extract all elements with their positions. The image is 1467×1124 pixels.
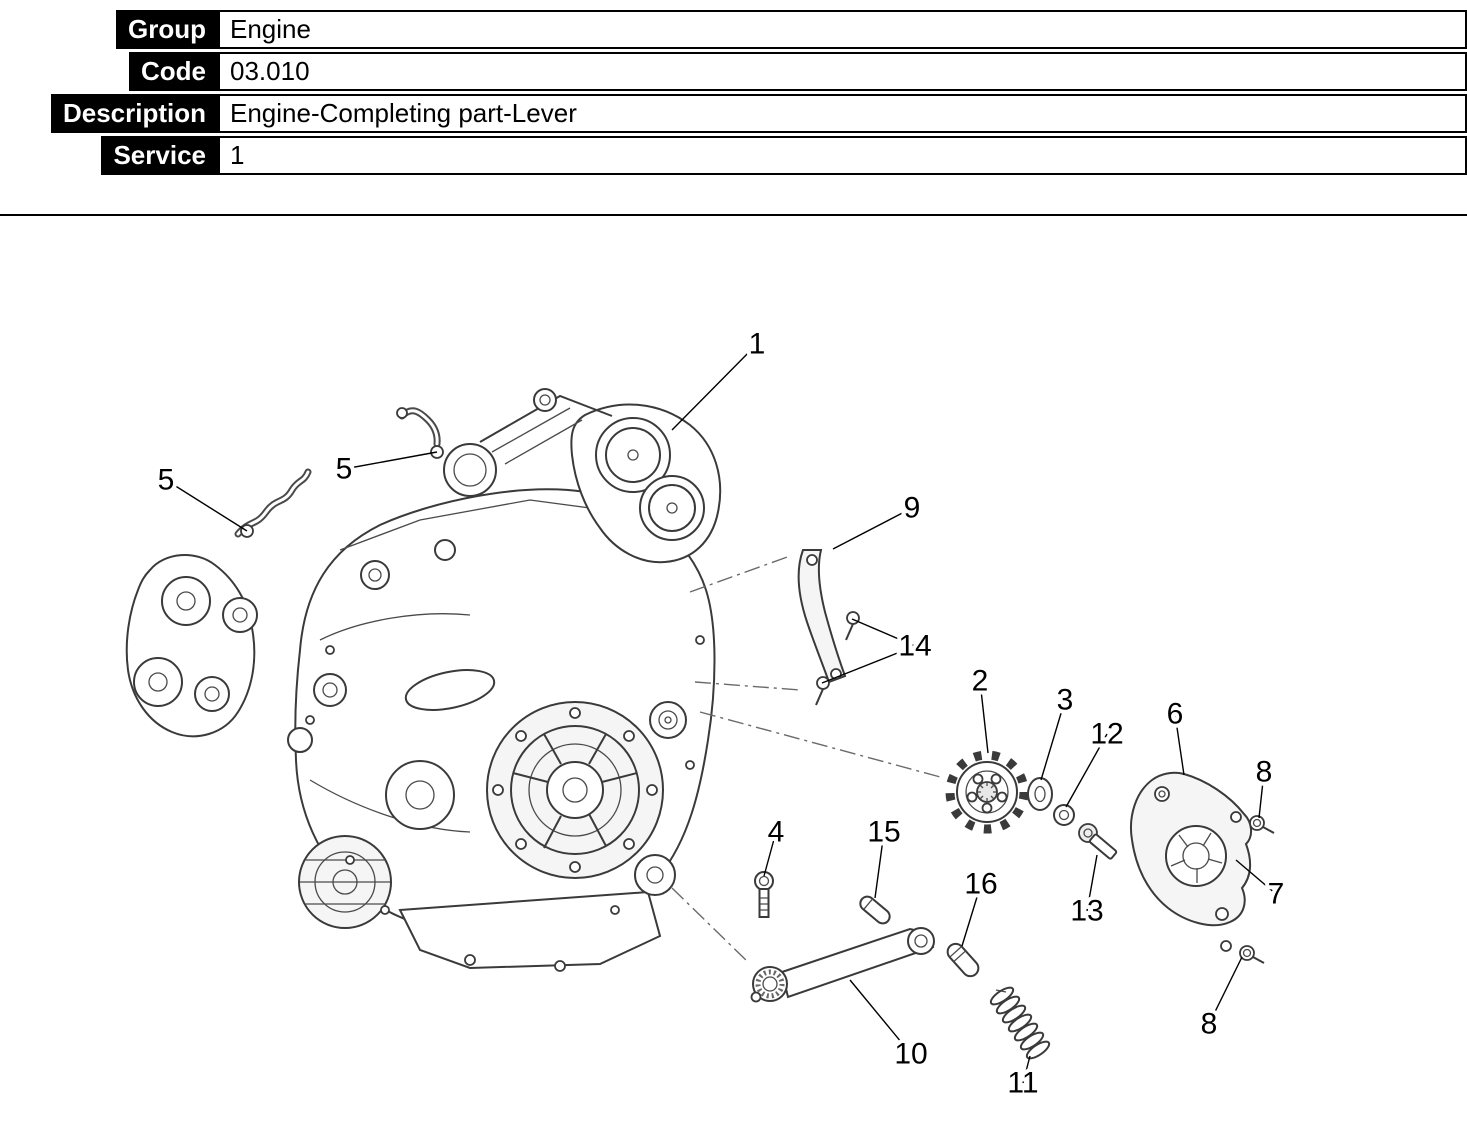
header-label-description: Description — [50, 94, 218, 133]
callout-leader-line — [821, 645, 916, 684]
callout-label-13: 13 — [1070, 895, 1103, 928]
callout-label-4: 4 — [768, 816, 785, 849]
callout-leader-line — [763, 831, 777, 877]
callout-label-8: 8 — [1256, 756, 1273, 789]
header-value-service: 1 — [218, 136, 1467, 175]
callout-label-14: 14 — [898, 630, 931, 663]
cam-cover — [479, 388, 613, 465]
starter-motor — [404, 669, 496, 711]
separator-line — [0, 214, 1467, 216]
part-cover-screw-lower — [1220, 940, 1265, 964]
callout-leader-line — [1258, 771, 1265, 819]
header-row-description: Description Engine-Completing part-Lever — [0, 94, 1467, 133]
throttle-body — [443, 443, 497, 497]
callout-label-6: 6 — [1167, 698, 1184, 731]
header-row-group: Group Engine — [0, 10, 1467, 49]
callout-label-9: 9 — [904, 492, 921, 525]
callout-label-2: 2 — [972, 665, 989, 698]
callout-leader-line — [1086, 854, 1098, 912]
callout-leader-line — [874, 831, 885, 899]
callout-leader-line — [343, 451, 438, 470]
callout-leader-line — [671, 343, 758, 431]
engine-illustration — [125, 388, 722, 972]
callout-label-3: 3 — [1057, 684, 1074, 717]
callout-leader-line — [1208, 956, 1243, 1025]
callout-leader-line — [849, 979, 912, 1055]
part-pivot-pin — [859, 895, 891, 925]
breather-hose-top — [396, 407, 444, 459]
header-value-group: Engine — [218, 10, 1467, 49]
part-washer-large — [1027, 777, 1053, 811]
callout-label-8: 8 — [1201, 1008, 1218, 1041]
callout-leader-line — [1022, 1055, 1031, 1084]
oil-filter — [298, 835, 392, 929]
callout-label-1: 1 — [749, 328, 766, 361]
callout-label-11: 11 — [1007, 1067, 1038, 1100]
callout-leader-line — [979, 680, 989, 754]
header-value-code: 03.010 — [218, 52, 1467, 91]
case-bolts — [305, 635, 705, 915]
header-value-description: Engine-Completing part-Lever — [218, 94, 1467, 133]
part-return-spring — [989, 986, 1051, 1060]
callout-leader-line — [165, 479, 248, 532]
header-label-group: Group — [116, 10, 218, 49]
front-cylinder-cover — [125, 553, 258, 738]
callout-leader-line — [1040, 699, 1066, 781]
header-row-code: Code 03.010 — [0, 52, 1467, 91]
callout-label-10: 10 — [894, 1038, 927, 1071]
part-washer-small — [1053, 804, 1075, 826]
callout-label-7: 7 — [1268, 878, 1285, 911]
callout-label-5: 5 — [336, 453, 353, 486]
part-cover-screw-upper — [1230, 811, 1275, 834]
callout-label-12: 12 — [1090, 718, 1123, 751]
header-label-service: Service — [101, 136, 218, 175]
part-sprocket — [945, 750, 1029, 834]
part-sprocket-bolt — [1078, 823, 1118, 860]
callout-label-16: 16 — [964, 868, 997, 901]
header-table: Group Engine Code 03.010 Description Eng… — [0, 10, 1467, 178]
header-label-code: Code — [129, 52, 218, 91]
callout-label-5: 5 — [158, 464, 175, 497]
projection-lines — [671, 555, 945, 963]
clutch-cover — [486, 701, 664, 879]
part-lever-bolt — [754, 871, 774, 918]
part-sprocket-cover — [1130, 771, 1252, 927]
callout-leader-line — [1235, 859, 1277, 895]
callout-leader-line — [961, 883, 982, 947]
rear-cylinder-head — [570, 403, 722, 564]
header-row-service: Service 1 — [0, 136, 1467, 175]
callout-label-15: 15 — [867, 816, 900, 849]
callout-leader-line — [832, 507, 913, 550]
callout-leader-line — [1174, 713, 1185, 776]
callout-leader-line — [851, 618, 916, 647]
breather-hose-left — [234, 468, 312, 538]
part-gear-lever — [750, 927, 935, 1003]
part-link-pin — [946, 942, 980, 978]
part-bracket — [797, 549, 847, 684]
output-shaft — [649, 701, 687, 739]
callout-leader-line — [1065, 733, 1108, 808]
